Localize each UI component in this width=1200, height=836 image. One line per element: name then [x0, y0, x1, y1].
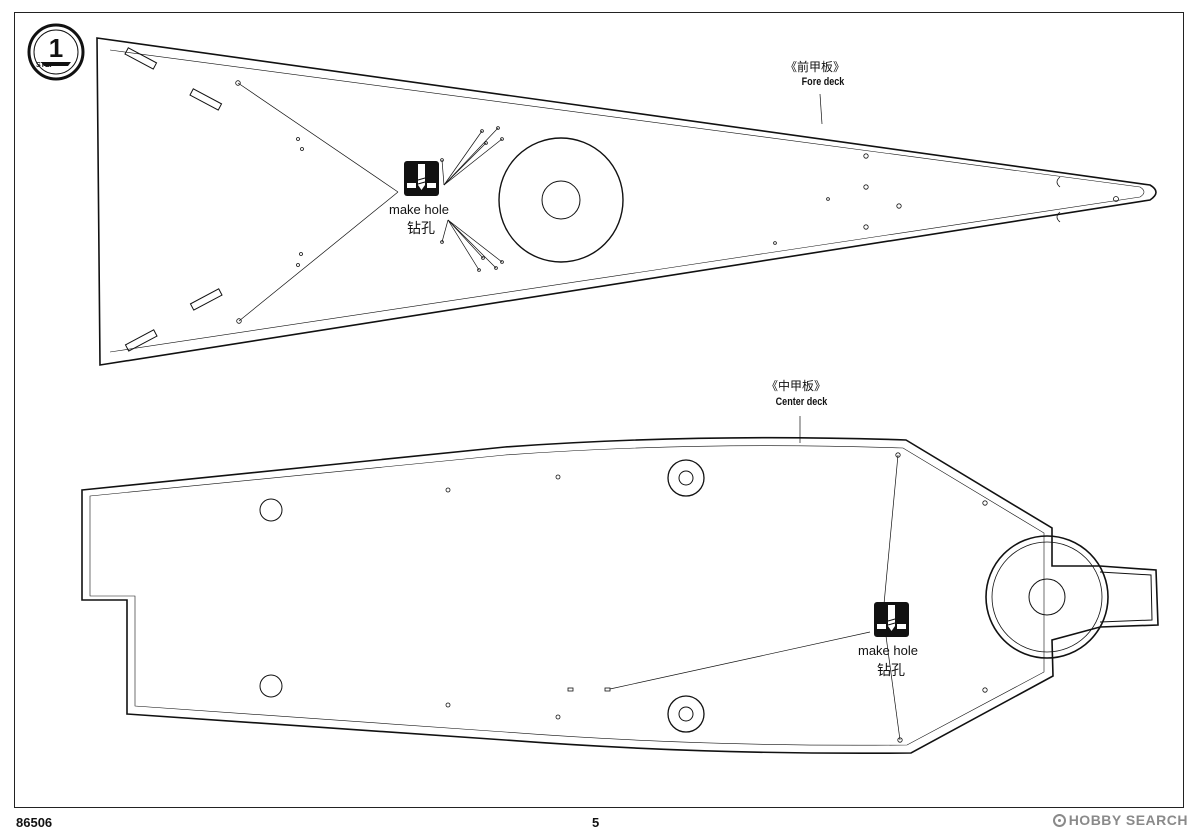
- center-make-hole-en: make hole: [858, 643, 918, 658]
- step-badge-icon: 1: [27, 23, 85, 81]
- watermark-text: HOBBY SEARCH: [1068, 812, 1188, 828]
- watermark: HOBBY SEARCH: [1052, 812, 1188, 828]
- fore-deck-label-cn: 《前甲板》: [785, 60, 846, 74]
- step-number: 1: [49, 33, 63, 63]
- drill-icon: [404, 161, 439, 196]
- step-label: STEP: [36, 62, 55, 69]
- fore-deck-part: [96, 37, 1157, 366]
- drill-icon: [874, 602, 909, 637]
- page-number: 5: [592, 815, 600, 830]
- fore-make-hole-cn: 钻孔: [407, 221, 435, 237]
- center-make-hole-cn: 钻孔: [877, 663, 905, 679]
- center-deck-part: [81, 416, 1159, 755]
- center-deck-label-cn: 《中甲板》: [766, 379, 827, 393]
- kit-number: 86506: [16, 815, 53, 830]
- page-frame: [14, 12, 1184, 808]
- hobby-search-logo-icon: [1052, 814, 1066, 827]
- fore-make-hole-en: make hole: [389, 202, 449, 217]
- center-deck-label-en: Center deck: [775, 396, 828, 408]
- fore-deck-label-en: Fore deck: [801, 76, 845, 88]
